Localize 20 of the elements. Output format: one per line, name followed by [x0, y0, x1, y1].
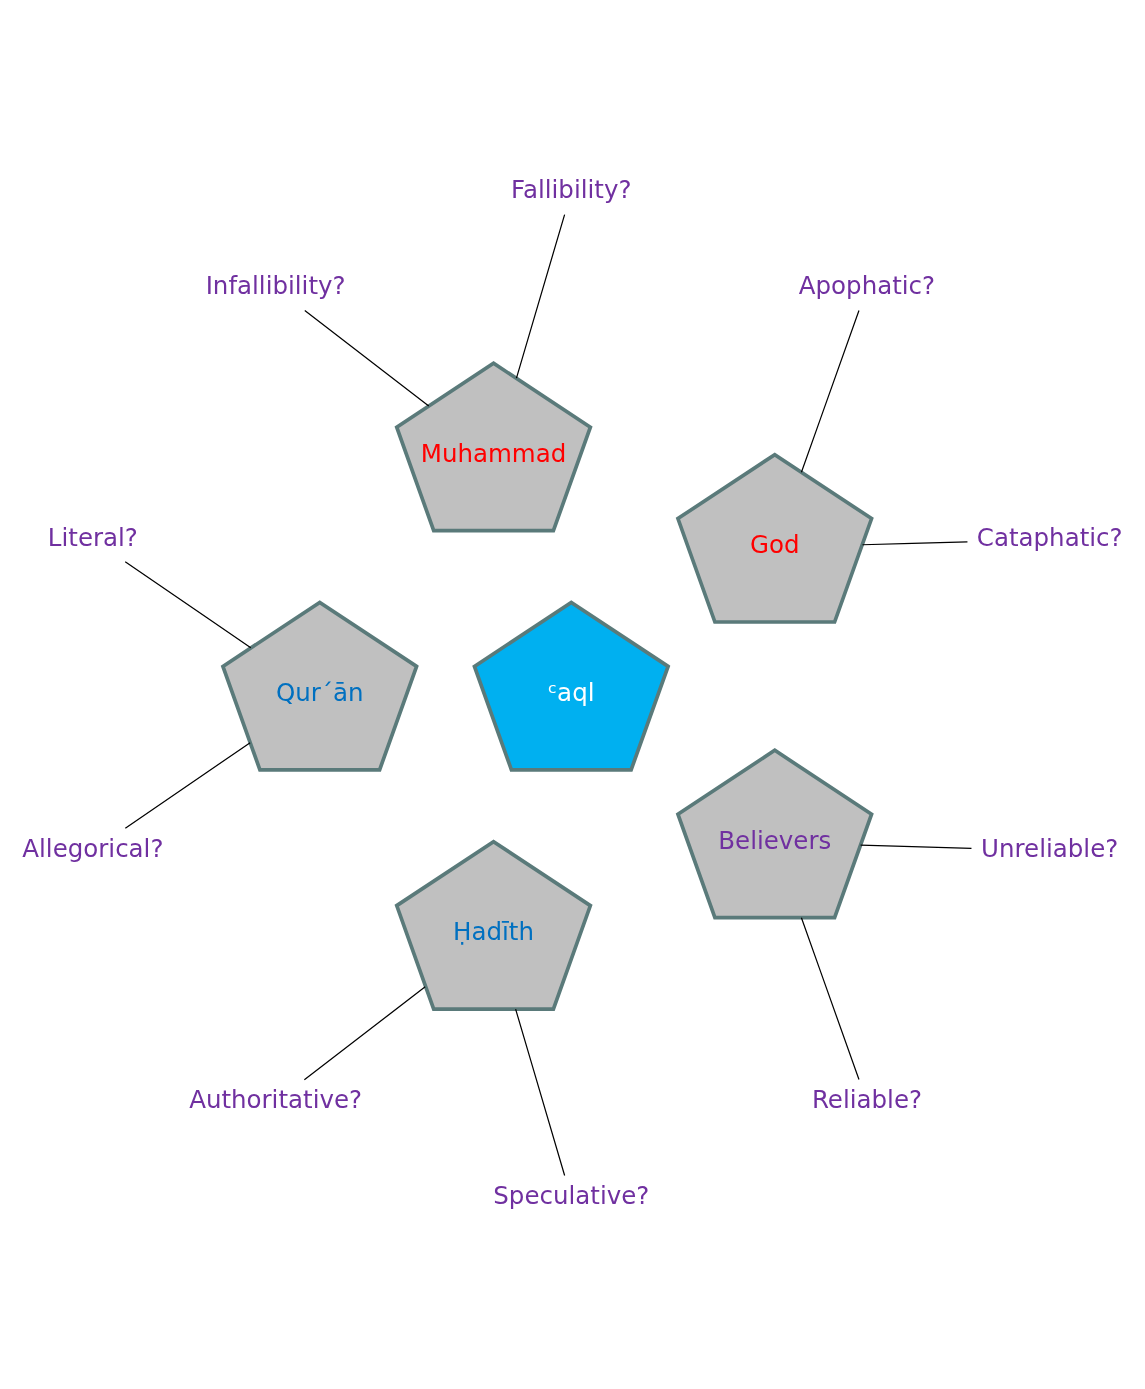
- node-text: Literal?: [47, 522, 138, 552]
- connector: [515, 1008, 566, 1176]
- node-text: Cataphatic?: [976, 522, 1123, 552]
- node-text: Unreliable?: [981, 833, 1119, 863]
- node-text: Allegorical?: [22, 833, 164, 863]
- connector: [303, 985, 426, 1080]
- connector: [515, 213, 566, 379]
- connector: [800, 309, 860, 473]
- connector: [860, 844, 973, 849]
- connector: [124, 741, 251, 829]
- node-text: Fallibility?: [511, 174, 632, 204]
- node-text: Reliable?: [811, 1084, 922, 1114]
- connector: [800, 916, 860, 1080]
- connector: [304, 309, 430, 407]
- connector: [861, 540, 969, 545]
- node-text: Apophatic?: [798, 270, 936, 300]
- node-text: Infallibility?: [205, 270, 346, 300]
- node-text: Speculative?: [493, 1180, 650, 1210]
- node-text: Authoritative?: [189, 1084, 363, 1114]
- connector: [124, 560, 252, 648]
